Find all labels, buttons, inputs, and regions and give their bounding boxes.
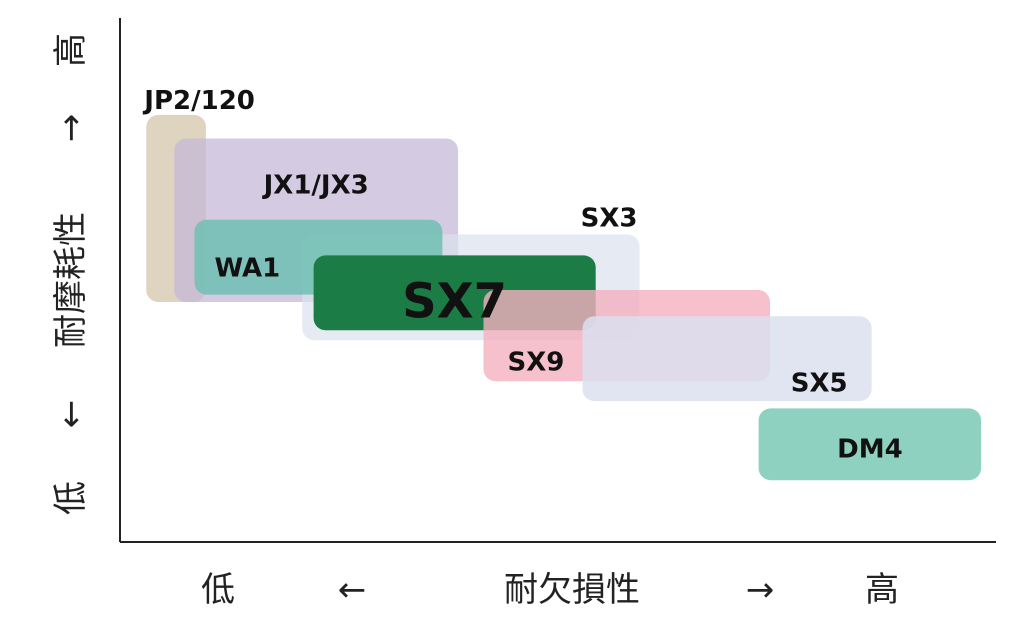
range-boxes — [146, 114, 982, 481]
range-box-sx5 — [582, 316, 872, 402]
x-arrow-left: ← — [338, 570, 367, 610]
y-arrow-up: → — [51, 114, 91, 143]
range-label-sx7: SX7 — [402, 274, 507, 330]
range-label-dm4: DM4 — [837, 434, 903, 464]
x-low-label: 低 — [201, 570, 235, 610]
y-axis-title: 耐摩耗性 — [51, 212, 91, 348]
range-label-sx3: SX3 — [581, 203, 638, 233]
range-label-jp2-120: JP2/120 — [142, 86, 255, 116]
y-axis-caption: 低 ← 耐摩耗性 → 高 — [51, 33, 91, 515]
y-low-label: 低 — [51, 481, 91, 515]
range-label-sx9: SX9 — [508, 348, 565, 378]
x-high-label: 高 — [865, 570, 899, 610]
x-axis-title: 耐欠損性 — [504, 570, 640, 610]
x-arrow-right: → — [746, 570, 775, 610]
y-arrow-down: ← — [51, 400, 91, 429]
range-label-jx1-jx3: JX1/JX3 — [262, 170, 369, 200]
y-high-label: 高 — [51, 33, 91, 67]
range-label-sx5: SX5 — [791, 369, 848, 399]
range-box-dm4 — [758, 408, 982, 481]
range-label-wa1: WA1 — [215, 253, 281, 283]
